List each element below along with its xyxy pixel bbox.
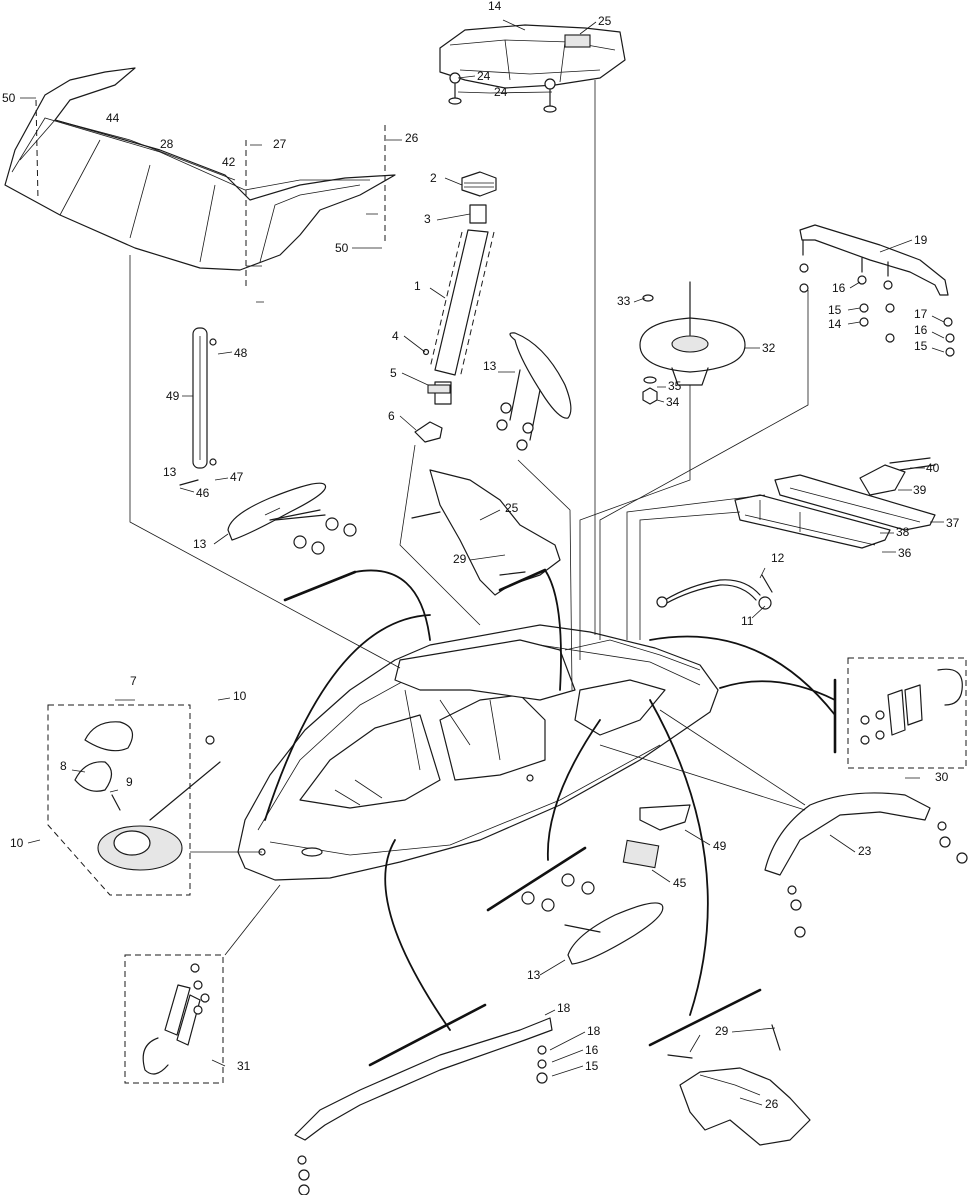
- callout-14a: 14: [828, 317, 842, 331]
- boat-hull: [237, 624, 719, 881]
- hatch-detail-7: [47, 704, 221, 896]
- callout-15c: 16: [585, 1043, 599, 1057]
- tie-down-right: [847, 657, 967, 769]
- callout-28: 28: [160, 137, 174, 151]
- callout-labels: 14 25 24 24 50 44 28 42 27 26 2 3 50 19 …: [2, 0, 960, 1111]
- callout-37: 39: [913, 483, 927, 497]
- callout-19: 14: [488, 0, 502, 13]
- callout-44: 47: [230, 470, 244, 484]
- callout-6: 6: [388, 409, 395, 423]
- callout-15b: 16: [914, 323, 928, 337]
- callout-20: 24: [494, 85, 508, 99]
- rail-23: [764, 792, 968, 938]
- callout-13d: 13: [527, 968, 541, 982]
- callout-18: 19: [914, 233, 928, 247]
- rail-17: [294, 1017, 553, 1195]
- callout-45: 48: [234, 346, 248, 360]
- callout-26: 26: [405, 131, 419, 145]
- cable-11: [656, 574, 773, 610]
- cushion-24-top: [411, 469, 561, 596]
- callout-17: 18: [557, 1001, 571, 1015]
- label-ticks: [20, 19, 945, 1106]
- callout-12: 12: [771, 551, 785, 565]
- callout-14c: 15: [585, 1059, 599, 1073]
- callout-24b: 26: [765, 1097, 779, 1111]
- callout-36: 38: [896, 525, 910, 539]
- pad-41: [622, 839, 660, 869]
- callout-39: 42: [222, 155, 236, 169]
- callout-5: 5: [390, 366, 397, 380]
- callout-13c: 13: [193, 537, 207, 551]
- callout-16b: 17: [914, 307, 928, 321]
- callout-4: 4: [392, 329, 399, 343]
- callout-29a: 30: [935, 770, 949, 784]
- callout-40: 44: [106, 111, 120, 125]
- callout-25a: 29: [453, 552, 467, 566]
- callout-48: 50: [2, 91, 16, 105]
- cushion-24-bottom: [667, 1024, 811, 1146]
- cleat-top-left: [227, 482, 357, 555]
- callout-41: 45: [673, 876, 687, 890]
- callout-38: 40: [926, 461, 940, 475]
- callout-32: 34: [666, 395, 680, 409]
- callout-15a: 15: [828, 303, 842, 317]
- callout-8: 8: [60, 759, 67, 773]
- callout-10a: 10: [233, 689, 247, 703]
- callout-21: 24: [477, 69, 491, 83]
- tie-down-left: [124, 954, 224, 1084]
- callout-22: 25: [598, 14, 612, 28]
- callout-42: 46: [196, 486, 210, 500]
- callout-3: 3: [424, 212, 431, 226]
- callout-10b: 10: [10, 836, 24, 850]
- callout-46: 49: [166, 389, 180, 403]
- callout-31: 33: [617, 294, 631, 308]
- callout-25b: 29: [715, 1024, 729, 1038]
- callout-27: 27: [273, 137, 287, 151]
- callout-33: 35: [668, 379, 682, 393]
- mount-base-30: [639, 281, 746, 405]
- callout-2: 2: [430, 171, 437, 185]
- callout-29b: 31: [237, 1059, 251, 1073]
- callout-1: 1: [414, 279, 421, 293]
- leader-curves: [264, 569, 836, 1031]
- callout-16a: 16: [832, 281, 846, 295]
- pad-47: [639, 804, 691, 831]
- callout-35: 37: [946, 516, 960, 530]
- callout-16c: 18: [587, 1024, 601, 1038]
- brackets-34-38: [734, 457, 936, 549]
- cleat-top-center: [496, 332, 572, 451]
- callout-13a: 13: [483, 359, 497, 373]
- location-brackets: [283, 568, 837, 1067]
- callout-30: 32: [762, 341, 776, 355]
- callout-11: 11: [741, 614, 754, 628]
- callout-47: 49: [713, 839, 727, 853]
- callout-7: 7: [130, 674, 137, 688]
- callout-23: 23: [858, 844, 872, 858]
- callout-24a: 25: [505, 501, 519, 515]
- callout-34: 36: [898, 546, 912, 560]
- tower-post-assembly: [414, 171, 497, 443]
- callout-49a: 50: [335, 241, 349, 255]
- callout-14b: 15: [914, 339, 928, 353]
- callout-9: 9: [126, 775, 133, 789]
- cleat-bottom-center: [521, 873, 664, 965]
- callout-13b: 13: [163, 465, 177, 479]
- grab-handle-46: [179, 327, 217, 486]
- tower-top-bracket: [439, 24, 626, 113]
- rail-18: [799, 224, 955, 357]
- leader-lines: [129, 80, 809, 956]
- windshield: [4, 67, 396, 290]
